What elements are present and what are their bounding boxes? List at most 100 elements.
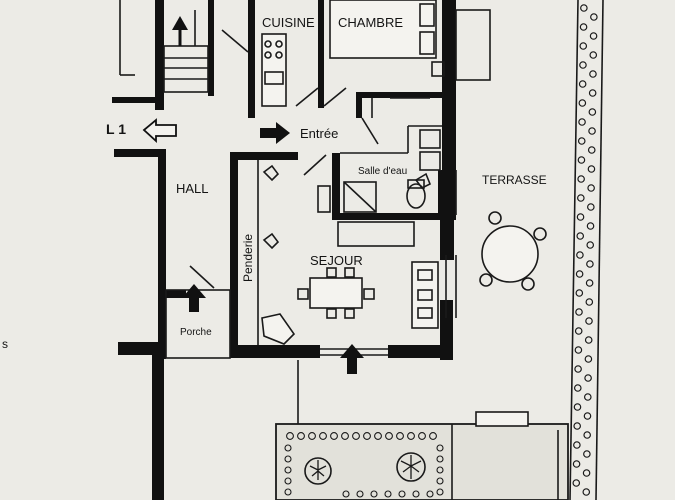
bed-dot xyxy=(352,432,360,440)
hedge-dot xyxy=(574,327,583,335)
hedge-dot xyxy=(583,393,592,401)
hedge-dot xyxy=(577,137,586,145)
hedge-dot xyxy=(575,308,583,316)
hedge-dot xyxy=(584,336,593,344)
bed-dot xyxy=(341,432,349,440)
hedge-dot xyxy=(579,61,587,69)
hedge-dot xyxy=(582,488,591,496)
hedge-dot xyxy=(572,479,581,487)
hedge-dot xyxy=(575,270,584,278)
bed-dot xyxy=(436,488,444,496)
hedge-dot xyxy=(573,384,582,392)
bed-dot xyxy=(436,477,444,485)
hedge-dot xyxy=(586,222,595,230)
bed-dot xyxy=(398,490,406,498)
bed-dot xyxy=(426,490,434,498)
bed-dot xyxy=(412,490,420,498)
hedge-dot xyxy=(573,422,581,430)
entry-arrow-icon xyxy=(260,122,290,144)
label-living: SEJOUR xyxy=(310,253,363,268)
hedge-dot xyxy=(583,450,591,458)
bed-dot xyxy=(342,490,350,498)
bed-dot xyxy=(308,432,316,440)
hedge-dot xyxy=(585,317,593,325)
stair-arrow-icon xyxy=(172,16,188,46)
hedge-dot xyxy=(587,146,596,154)
bed-dot xyxy=(284,488,292,496)
hedge-dot xyxy=(575,289,584,297)
hollow-arrow-icon xyxy=(142,118,177,144)
label-lot: L 1 xyxy=(106,121,126,137)
hedge-dot xyxy=(588,89,597,97)
label-hall: HALL xyxy=(176,181,209,196)
hedge-dot xyxy=(584,355,593,363)
hedge-dot xyxy=(587,203,595,211)
hedge-dot xyxy=(573,441,581,449)
porch-arrow-icon xyxy=(182,284,206,312)
hedge-dot xyxy=(574,346,583,354)
terrace-arrow-icon xyxy=(340,344,364,374)
bed-dot xyxy=(284,466,292,474)
hedge-dot xyxy=(580,4,588,12)
bed-dot xyxy=(319,432,327,440)
bed-dot xyxy=(297,432,305,440)
walls xyxy=(112,0,456,500)
hedge-dot xyxy=(590,13,598,21)
label-bathroom: Salle d'eau xyxy=(358,166,407,177)
bed-dot xyxy=(407,432,415,440)
hedge-dot xyxy=(585,298,594,306)
bed-dot xyxy=(436,466,444,474)
bed-dot xyxy=(385,432,393,440)
hedge-dot xyxy=(585,279,594,287)
garden-bed xyxy=(275,360,569,500)
bed-dot xyxy=(356,490,364,498)
hedge-dot xyxy=(578,99,587,107)
hedge-dot xyxy=(584,374,592,382)
hedge-dot xyxy=(576,251,584,259)
hedge-dot xyxy=(588,108,597,116)
bed-dot xyxy=(384,490,392,498)
label-porch: Porche xyxy=(180,327,212,338)
hedge-dot xyxy=(578,118,586,126)
hedge-dot xyxy=(579,23,588,31)
hedge-dot xyxy=(587,184,595,192)
hedge-dot xyxy=(579,42,588,50)
bed-dot xyxy=(374,432,382,440)
bed-dot xyxy=(436,455,444,463)
hedge-dot xyxy=(576,213,585,221)
hedge-dot xyxy=(583,431,591,439)
shrub-icon xyxy=(396,452,426,482)
hedge-dot xyxy=(577,156,586,164)
hedge-dot xyxy=(586,241,595,249)
bed-dot xyxy=(284,477,292,485)
bed-dot xyxy=(284,455,292,463)
bed-dot xyxy=(418,432,426,440)
edge-mark: s xyxy=(2,337,8,351)
label-bedroom: CHAMBRE xyxy=(338,15,403,30)
bed-dot xyxy=(284,444,292,452)
bed-dot xyxy=(429,432,437,440)
label-terrace: TERRASSE xyxy=(482,173,547,187)
label-wardrobe: Penderie xyxy=(241,234,255,282)
hedge-dot xyxy=(589,51,598,59)
bed-dot xyxy=(370,490,378,498)
hedge-dot xyxy=(573,403,582,411)
hedge-dot xyxy=(572,460,581,468)
hedge-dot xyxy=(576,232,585,240)
label-kitchen: CUISINE xyxy=(262,15,315,30)
hedge-dot xyxy=(577,175,585,183)
hedge-dot xyxy=(582,469,591,477)
label-entrance: Entrée xyxy=(300,126,338,141)
bed-dot xyxy=(286,432,294,440)
hedge-dot xyxy=(588,127,596,135)
hedge-dot xyxy=(583,412,592,420)
hedge-dot xyxy=(577,194,585,202)
hedge-dot xyxy=(589,32,598,40)
thin-lines xyxy=(119,0,457,359)
hedge-dot xyxy=(589,70,597,78)
hedge-dot xyxy=(587,165,596,173)
garden-hedge xyxy=(569,0,604,500)
